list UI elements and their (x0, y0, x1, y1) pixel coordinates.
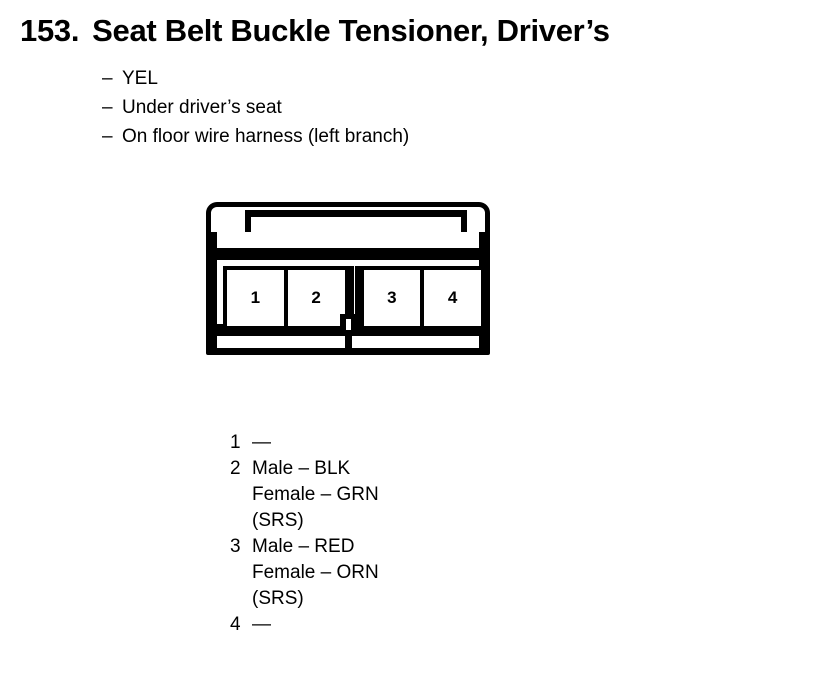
detail-item-location: – Under driver’s seat (102, 93, 409, 122)
legend-line: (SRS) (252, 588, 304, 609)
dash-bullet-icon: – (102, 97, 113, 118)
legend-line: Male – RED (252, 536, 355, 557)
pin-legend: 1 — 2 Male – BLK Female – GRN (SRS) 3 Ma… (230, 430, 379, 638)
legend-pin-number: 1 (230, 432, 241, 453)
legend-line: Female – GRN (252, 484, 379, 505)
legend-entry-pin-4: 4 — (230, 612, 379, 638)
detail-item-label: YEL (122, 68, 158, 89)
connector-base-half-right (351, 336, 479, 348)
connector-base-band (211, 330, 485, 355)
legend-pin-description: Male – RED Female – ORN (SRS) (252, 534, 379, 612)
legend-entry-pin-2: 2 Male – BLK Female – GRN (SRS) (230, 456, 379, 534)
page-title-number: 153. (20, 13, 80, 48)
detail-list: – YEL – Under driver’s seat – On floor w… (102, 64, 409, 151)
legend-line: — (252, 614, 271, 635)
detail-item-label: Under driver’s seat (122, 97, 282, 118)
legend-line: Male – BLK (252, 458, 351, 479)
connector-key-tab-slot (346, 319, 351, 332)
pin-cavity-3: 3 (359, 266, 425, 330)
pin-cavity-label: 1 (250, 288, 261, 307)
legend-pin-number: 2 (230, 458, 241, 479)
pin-cavity-2: 2 (283, 266, 349, 330)
pin-cavity-1: 1 (223, 266, 288, 330)
legend-pin-description: — (252, 430, 271, 456)
legend-pin-number: 3 (230, 536, 241, 557)
pin-cavity-4: 4 (420, 266, 485, 330)
legend-entry-pin-1: 1 — (230, 430, 379, 456)
page-title-text: Seat Belt Buckle Tensioner, Driver’s (92, 13, 610, 48)
legend-line: Female – ORN (252, 562, 379, 583)
pin-cavity-label: 2 (311, 288, 321, 307)
page-title: 153. Seat Belt Buckle Tensioner, Driver’s (20, 12, 610, 49)
legend-entry-pin-3: 3 Male – RED Female – ORN (SRS) (230, 534, 379, 612)
connector-pin-row: 1 2 3 4 (223, 266, 485, 330)
detail-item-label: On floor wire harness (left branch) (122, 126, 410, 147)
dash-bullet-icon: – (102, 126, 113, 147)
connector-polarizing-key (348, 266, 360, 330)
legend-line: — (252, 432, 271, 453)
connector-shoulder-band (211, 232, 485, 254)
legend-line: (SRS) (252, 510, 304, 531)
connector-cavity-frame: 1 2 3 4 (211, 254, 485, 330)
dash-bullet-icon: – (102, 68, 113, 89)
detail-item-harness: – On floor wire harness (left branch) (102, 122, 409, 151)
pin-cavity-label: 4 (447, 288, 458, 307)
legend-pin-number: 4 (230, 614, 241, 635)
connector-diagram: 1 2 3 4 (206, 202, 494, 360)
detail-item-color: – YEL (102, 64, 409, 93)
connector-base-half-left (217, 336, 345, 348)
connector-base-divider (344, 336, 352, 348)
pin-cavity-label: 3 (387, 288, 397, 307)
legend-pin-description: Male – BLK Female – GRN (SRS) (252, 456, 379, 534)
legend-pin-description: — (252, 612, 271, 638)
